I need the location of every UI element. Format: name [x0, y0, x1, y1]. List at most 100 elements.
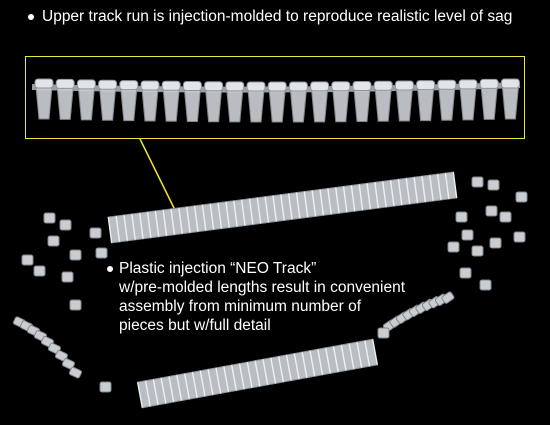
track-link-mark	[131, 213, 136, 240]
track-link-mark	[332, 346, 339, 373]
loose-track-link	[471, 245, 484, 257]
track-link-mark	[264, 196, 270, 223]
track-link-mark	[421, 176, 427, 203]
track-link-mark	[280, 194, 285, 221]
track-link-mark	[319, 189, 325, 216]
loose-track-link	[513, 231, 526, 243]
track-link-mark	[193, 205, 199, 232]
track-link-mark	[238, 363, 245, 390]
inset-track-link	[98, 79, 118, 121]
track-link-mark	[215, 367, 222, 394]
track-link-mark	[230, 364, 238, 391]
inset-track-link	[34, 78, 54, 120]
neo-track-caption-line-3: assembly from minimum number of	[119, 298, 362, 315]
track-link-mark	[309, 350, 316, 377]
track-link-mark	[429, 175, 434, 202]
track-link-mark	[144, 380, 151, 407]
track-link-mark	[405, 178, 411, 205]
inset-track-link	[267, 81, 287, 123]
track-link-mark	[223, 366, 230, 393]
track-link-mark	[154, 210, 160, 237]
loose-track-link	[47, 235, 60, 247]
track-link-mark	[146, 211, 152, 238]
track-link-mark	[311, 190, 317, 217]
track-link-mark	[199, 370, 206, 397]
loose-track-link	[461, 229, 474, 241]
track-link-mark	[272, 195, 278, 222]
inset-track-link	[119, 80, 139, 122]
curved-track-link	[33, 330, 47, 342]
curved-track-link	[68, 366, 82, 379]
inset-track-link	[437, 79, 457, 121]
track-link-mark	[123, 214, 129, 241]
curved-track-link	[61, 358, 75, 370]
inset-track-link	[331, 81, 351, 123]
bullet-icon	[28, 14, 34, 20]
loose-track-link	[489, 237, 502, 249]
curved-track-link	[26, 324, 40, 337]
curved-track-link	[54, 350, 68, 362]
track-link-mark	[285, 354, 292, 381]
upper-track-run	[107, 171, 458, 244]
track-link-mark	[293, 353, 300, 380]
inset-track-link	[373, 80, 393, 122]
loose-track-link	[33, 265, 46, 277]
loose-track-link	[499, 211, 512, 223]
curved-track-link	[40, 336, 54, 348]
neo-track-caption-line-1: Plastic injection “NEO Track”	[119, 260, 317, 277]
loose-track-link	[515, 191, 528, 203]
loose-track-link	[61, 271, 74, 283]
track-link-mark	[209, 203, 215, 230]
track-link-mark	[366, 183, 372, 210]
upper-caption: Upper track run is injection-molded to r…	[28, 7, 542, 26]
track-link-mark	[436, 174, 442, 201]
track-link-mark	[358, 184, 364, 211]
track-link-mark	[176, 374, 183, 401]
track-link-mark	[246, 362, 253, 388]
track-link-mark	[186, 206, 191, 233]
inset-track-link	[310, 81, 330, 123]
bullet-icon	[107, 266, 113, 272]
track-link-mark	[262, 359, 269, 385]
track-link-mark	[374, 182, 379, 209]
track-link-mark	[107, 217, 113, 243]
loose-track-link	[487, 179, 500, 191]
inset-track-link	[352, 81, 372, 123]
track-link-mark	[340, 344, 347, 371]
track-link-mark	[217, 202, 223, 229]
track-link-mark	[207, 369, 214, 396]
inset-track-link	[225, 81, 245, 123]
loose-track-link	[95, 247, 108, 259]
track-link-mark	[444, 173, 450, 200]
left-curved-track-section	[12, 316, 82, 379]
track-link-mark	[342, 186, 348, 213]
loose-track-link	[89, 227, 102, 239]
inset-track-link	[416, 80, 436, 122]
track-link-mark	[335, 187, 340, 214]
track-link-mark	[389, 180, 395, 207]
track-link-mark	[317, 349, 324, 375]
loose-track-link	[455, 211, 468, 223]
loose-track-link	[69, 299, 82, 311]
neo-track-caption: Plastic injection “NEO Track” w/pre-mold…	[107, 259, 459, 335]
track-detail-inset	[25, 56, 525, 139]
curved-track-link	[47, 342, 61, 355]
loose-track-link	[485, 205, 498, 217]
track-link-mark	[160, 377, 167, 404]
loose-track-link	[447, 241, 460, 253]
track-link-mark	[295, 192, 301, 219]
track-link-mark	[277, 356, 285, 383]
track-link-mark	[183, 373, 191, 400]
track-link-mark	[256, 197, 262, 224]
loose-track-link	[99, 381, 112, 393]
loose-track-link	[21, 254, 34, 266]
track-link-mark	[201, 204, 207, 231]
inset-track-link	[458, 79, 478, 121]
track-link-mark	[397, 179, 403, 206]
track-link-mark	[303, 191, 309, 218]
inset-track-link	[76, 79, 96, 121]
neo-track-caption-line-4: pieces but w/full detail	[119, 317, 271, 334]
loose-track-link	[471, 176, 484, 188]
loose-track-link	[459, 267, 472, 279]
track-link-mark	[248, 198, 254, 225]
